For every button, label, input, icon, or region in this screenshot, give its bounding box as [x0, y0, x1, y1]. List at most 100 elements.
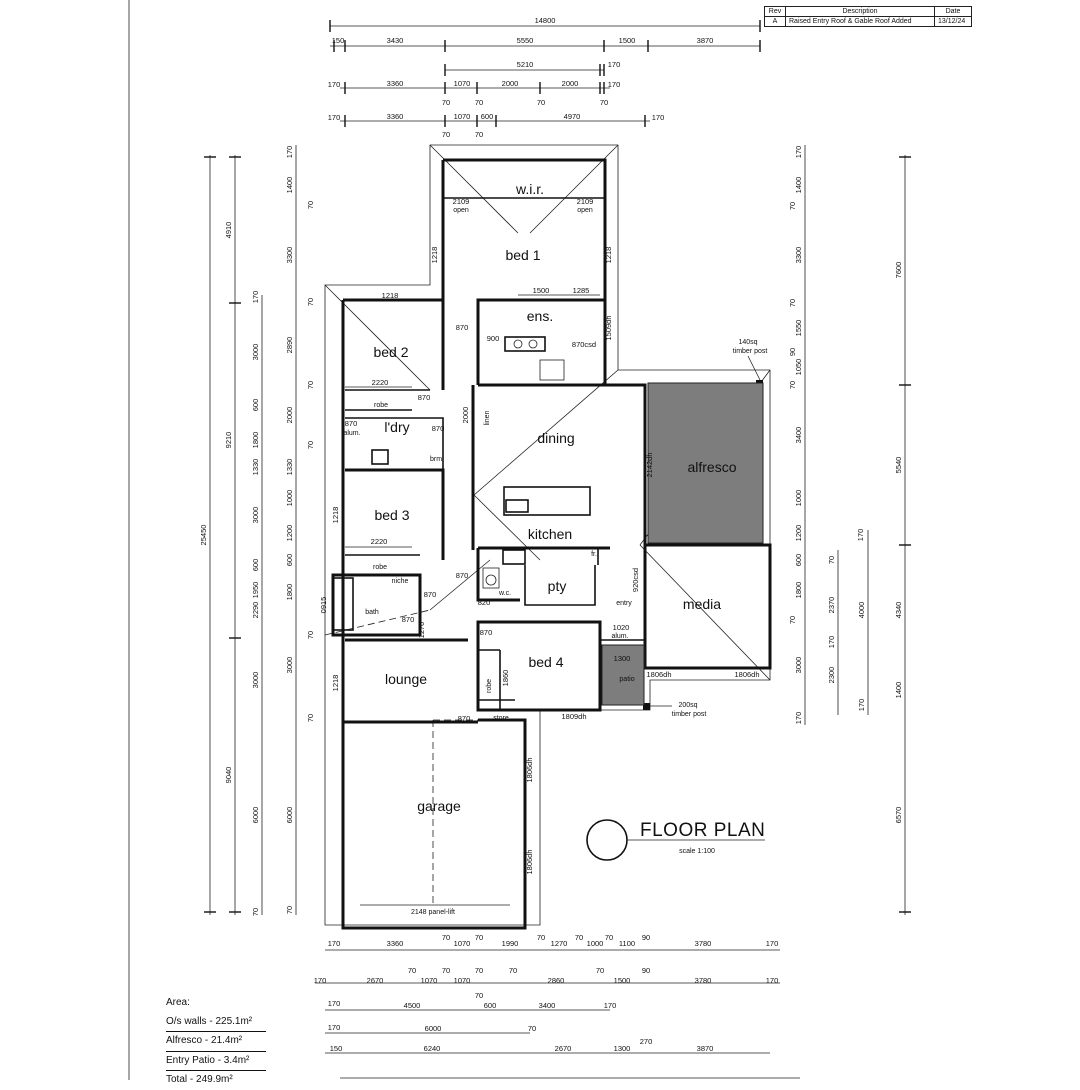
svg-text:70: 70: [537, 98, 545, 107]
svg-text:1400: 1400: [894, 682, 903, 699]
svg-text:600: 600: [251, 399, 260, 412]
svg-text:1860: 1860: [501, 670, 510, 687]
svg-text:3000: 3000: [251, 507, 260, 524]
svg-text:1806dh: 1806dh: [525, 849, 534, 874]
label-brm: brm: [430, 456, 442, 463]
svg-text:70: 70: [306, 631, 315, 639]
left-dimensions: 25450 4910 9210 9040 170 3000 600 1800 1…: [199, 145, 315, 916]
note-alum-1: alum.: [343, 430, 360, 437]
svg-text:3400: 3400: [539, 1001, 556, 1010]
svg-text:600: 600: [794, 554, 803, 567]
label-entry: entry: [616, 600, 632, 607]
top-dimensions: 14800 150 3430 5550 1500 3870 5210 170 1…: [328, 16, 761, 139]
label-linen: linen: [484, 411, 491, 426]
svg-text:150: 150: [332, 36, 345, 45]
svg-text:70: 70: [285, 906, 294, 914]
svg-text:1270: 1270: [417, 622, 426, 639]
svg-text:6570: 6570: [894, 807, 903, 824]
svg-text:3360: 3360: [387, 112, 404, 121]
svg-text:2109: 2109: [453, 197, 470, 206]
patio-hatch: [601, 644, 645, 706]
svg-text:70: 70: [596, 966, 604, 975]
svg-text:70: 70: [575, 933, 583, 942]
svg-text:1020: 1020: [613, 623, 630, 632]
svg-text:170: 170: [827, 636, 836, 649]
label-bed3: bed 3: [374, 507, 409, 523]
area-entry-patio: Entry Patio - 3.4m²: [166, 1052, 266, 1071]
label-media: media: [683, 596, 721, 612]
svg-text:1285: 1285: [573, 286, 590, 295]
svg-text:7600: 7600: [894, 262, 903, 279]
svg-text:1509dh: 1509dh: [604, 315, 613, 340]
svg-text:1300: 1300: [614, 654, 631, 663]
svg-text:70: 70: [306, 298, 315, 306]
svg-text:170: 170: [328, 80, 341, 89]
svg-text:1950: 1950: [251, 582, 260, 599]
svg-text:170: 170: [652, 113, 665, 122]
label-lounge: lounge: [385, 671, 427, 687]
svg-text:1070: 1070: [454, 939, 471, 948]
svg-text:4970: 4970: [564, 112, 581, 121]
svg-text:170: 170: [794, 712, 803, 725]
label-patio: patio: [619, 676, 634, 683]
date-value: 13/12/24: [934, 16, 972, 27]
svg-text:2000: 2000: [502, 79, 519, 88]
note-alum-2: alum.: [611, 633, 628, 640]
svg-text:70: 70: [537, 933, 545, 942]
svg-text:170: 170: [328, 113, 341, 122]
area-total: Total - 249.9m²: [166, 1074, 233, 1085]
svg-text:1218: 1218: [604, 247, 613, 264]
label-alfresco: alfresco: [687, 459, 736, 475]
svg-text:70: 70: [788, 202, 797, 210]
fixtures: [332, 336, 591, 631]
room-labels: w.i.r. bed 1 ens. bed 2 robe l'dry brm d…: [365, 181, 737, 814]
svg-text:70: 70: [306, 441, 315, 449]
note-panel-lift: 2148 panel-lift: [411, 909, 455, 916]
svg-text:3360: 3360: [387, 79, 404, 88]
svg-text:3300: 3300: [285, 247, 294, 264]
svg-text:1800: 1800: [285, 584, 294, 601]
svg-text:170: 170: [328, 939, 341, 948]
svg-text:1070: 1070: [454, 79, 471, 88]
svg-text:3780: 3780: [695, 976, 712, 985]
svg-text:1050: 1050: [794, 359, 803, 376]
svg-text:3000: 3000: [794, 657, 803, 674]
svg-text:5210: 5210: [517, 60, 534, 69]
area-outside-walls: O/s walls - 225.1m²: [166, 1013, 266, 1032]
svg-text:2890: 2890: [285, 337, 294, 354]
svg-text:70: 70: [475, 130, 483, 139]
svg-text:6000: 6000: [251, 807, 260, 824]
area-alfresco: Alfresco - 21.4m²: [166, 1032, 266, 1052]
svg-text:1070: 1070: [454, 112, 471, 121]
svg-text:2220: 2220: [371, 537, 388, 546]
svg-text:5550: 5550: [517, 36, 534, 45]
svg-text:2000: 2000: [461, 407, 470, 424]
svg-text:1000: 1000: [285, 490, 294, 507]
walls: [331, 158, 772, 930]
svg-text:70: 70: [788, 381, 797, 389]
svg-text:70: 70: [475, 98, 483, 107]
svg-text:1218: 1218: [331, 507, 340, 524]
note-140sq: 140sq: [738, 339, 757, 346]
svg-text:870: 870: [432, 424, 445, 433]
svg-text:70: 70: [442, 933, 450, 942]
right-dimensions: 7600 5540 6570 170 1400 70 3300 70 1550 …: [788, 145, 911, 915]
svg-text:170: 170: [285, 146, 294, 159]
svg-text:600: 600: [481, 112, 494, 121]
svg-text:3870: 3870: [697, 1044, 714, 1053]
svg-text:170: 170: [857, 699, 866, 712]
svg-text:870: 870: [480, 628, 493, 637]
svg-text:6000: 6000: [285, 807, 294, 824]
svg-text:600: 600: [484, 1001, 497, 1010]
title-text: FLOOR PLAN: [640, 820, 765, 841]
svg-text:4000: 4000: [857, 602, 866, 619]
label-bed4: bed 4: [528, 654, 563, 670]
svg-text:1500: 1500: [533, 286, 550, 295]
svg-text:70: 70: [475, 991, 483, 1000]
label-wc: w.c.: [498, 590, 511, 597]
svg-text:70: 70: [600, 98, 608, 107]
svg-text:1806dh: 1806dh: [734, 670, 759, 679]
svg-text:1200: 1200: [285, 525, 294, 542]
svg-text:1218: 1218: [331, 675, 340, 692]
